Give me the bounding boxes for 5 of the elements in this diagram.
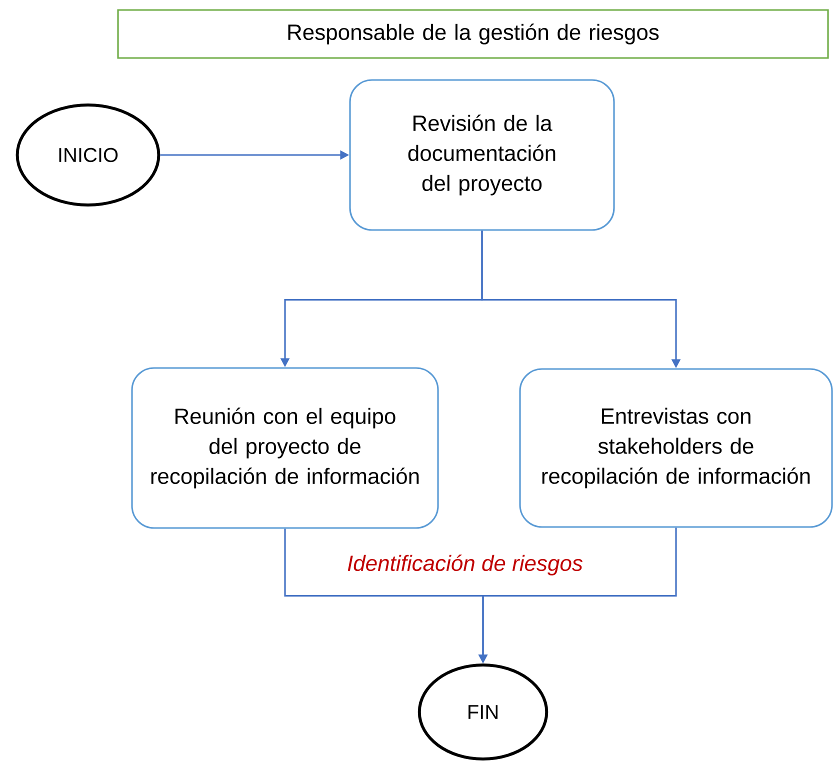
- process-box: Entrevistas con stakeholders de recopilación de información: [519, 368, 833, 528]
- title-box: Responsable de la gestión de riesgos: [117, 9, 829, 59]
- process-box: Reunión con el equipo del proyecto de recopilación de información: [131, 367, 439, 529]
- process-box: Revisión de la documentación del proyecto: [349, 79, 615, 231]
- edge-label: Identificación de riesgos: [345, 552, 586, 578]
